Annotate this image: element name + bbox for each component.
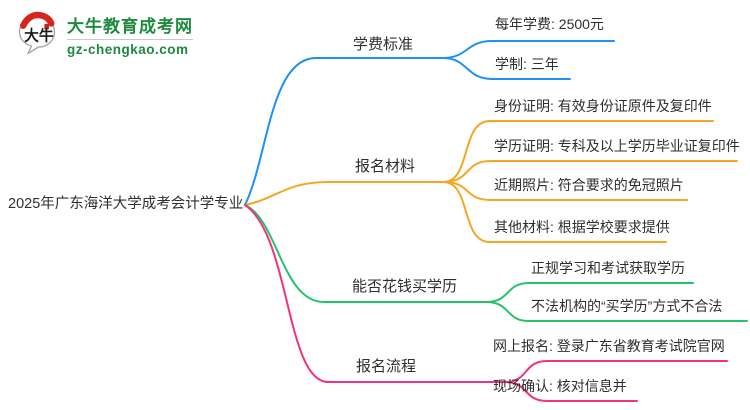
logo-text-block: 大牛教育成考网 gz-chengkao.com: [67, 12, 193, 57]
child-node-illegal-purchase[interactable]: 不法机构的“买学历”方式不合法: [531, 298, 723, 314]
branch-line-buy-diploma: [244, 204, 487, 303]
branch-line-materials-child-3: [442, 181, 667, 243]
branch-line-tuition-child-0: [442, 40, 615, 59]
branch-line-materials-child-1: [442, 160, 738, 183]
site-url: gz-chengkao.com: [67, 41, 189, 57]
site-name: 大牛教育成考网: [67, 16, 193, 36]
child-node-online-registration[interactable]: 网上报名: 登录广东省教育考试院官网: [493, 338, 725, 354]
branch-line-procedure-child-0: [504, 360, 728, 383]
child-node-other-materials[interactable]: 其他材料: 根据学校要求提供: [494, 219, 670, 235]
child-node-study-length[interactable]: 学制: 三年: [495, 56, 559, 72]
child-node-education-proof[interactable]: 学历证明: 专科及以上学历毕业证复印件: [494, 138, 740, 154]
branch-label-materials[interactable]: 报名材料: [355, 158, 416, 175]
branch-line-procedure-child-1: [504, 381, 638, 402]
branch-line-materials: [244, 181, 444, 206]
branch-line-materials-child-0: [442, 120, 714, 183]
branch-label-procedure[interactable]: 报名流程: [356, 358, 417, 375]
child-node-recent-photo[interactable]: 近期照片: 符合要求的免冠照片: [494, 177, 684, 193]
child-node-tuition-fee[interactable]: 每年学费: 2500元: [495, 16, 604, 32]
branch-line-buy-diploma-child-1: [485, 301, 748, 322]
branch-line-procedure: [244, 204, 506, 383]
central-topic[interactable]: 2025年广东海洋大学成考会计学专业: [8, 196, 244, 212]
branch-line-tuition-child-1: [442, 57, 571, 80]
branch-line-buy-diploma-child-0: [485, 282, 694, 303]
branch-label-buy-diploma[interactable]: 能否花钱买学历: [352, 278, 458, 295]
child-node-onsite-confirmation[interactable]: 现场确认: 核对信息并: [493, 378, 627, 394]
site-logo[interactable]: 大牛 大牛教育成考网 gz-chengkao.com: [14, 10, 193, 58]
branch-line-tuition: [244, 57, 444, 206]
daniu-logo-icon: 大牛: [18, 11, 56, 55]
branch-line-materials-child-2: [442, 181, 688, 201]
child-node-identity-proof[interactable]: 身份证明: 有效身份证原件及复印件: [494, 98, 712, 114]
branch-label-tuition[interactable]: 学费标准: [353, 36, 414, 53]
logo-divider: [67, 38, 193, 40]
logo-icon-text: 大牛: [24, 26, 54, 44]
child-node-formal-study[interactable]: 正规学习和考试获取学历: [531, 260, 685, 276]
